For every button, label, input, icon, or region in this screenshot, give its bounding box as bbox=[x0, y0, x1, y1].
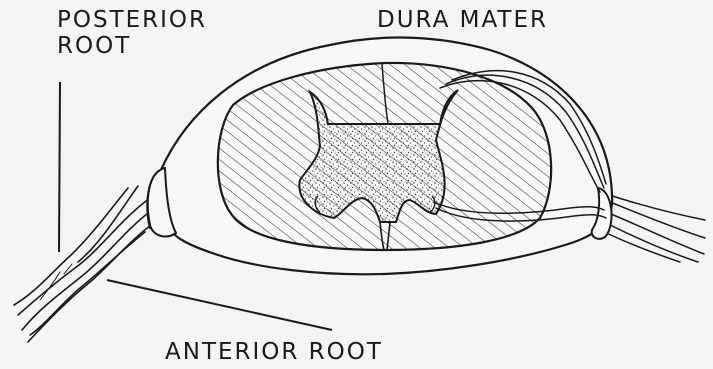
posterior-root-leader-line bbox=[59, 82, 60, 252]
posterior-root-label-line2: ROOT bbox=[57, 33, 207, 59]
right-nerve-roots bbox=[600, 192, 705, 262]
dura-mater-label: DURA MATER bbox=[377, 7, 548, 33]
posterior-root-label-line1: POSTERIOR bbox=[57, 7, 207, 33]
posterior-root-label: POSTERIOR ROOT bbox=[57, 7, 207, 59]
anterior-root-leader-line bbox=[107, 280, 332, 330]
anterior-root-label: ANTERIOR ROOT bbox=[165, 339, 383, 365]
left-nerve-roots bbox=[14, 186, 155, 342]
